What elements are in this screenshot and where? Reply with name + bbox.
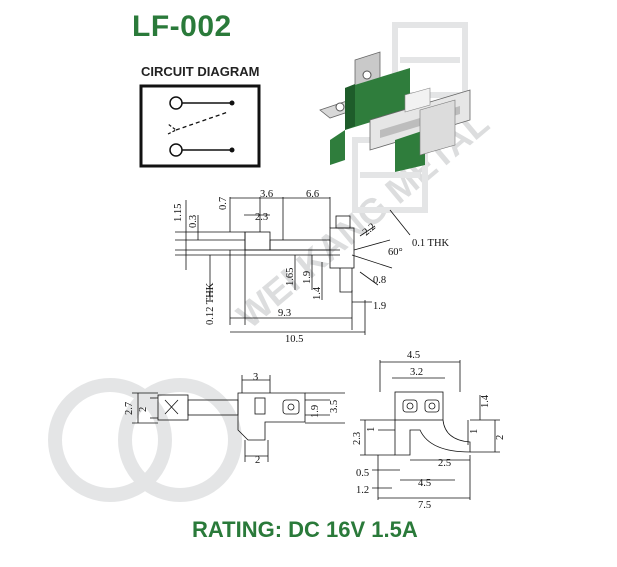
- side-view-drawing: [175, 197, 411, 335]
- dim-4-5-bottom: 4.5: [418, 478, 431, 489]
- dim-0-8: 0.8: [373, 275, 386, 286]
- side-view-dimensions: 3.6 6.6 0.7 2.3 1.15 0.3 2.2 60° 0.1 THK…: [173, 189, 450, 345]
- dim-3-5: 3.5: [329, 400, 340, 413]
- watermark-logo: [48, 378, 242, 502]
- dim-1-9-bottom: 1.9: [373, 301, 386, 312]
- circuit-diagram-label: CIRCUIT DIAGRAM: [141, 64, 260, 79]
- dim-3-2: 3.2: [410, 367, 423, 378]
- plan-view-drawing: [132, 375, 345, 462]
- dim-2-front: 2: [495, 435, 506, 440]
- dim-0-7: 0.7: [218, 197, 229, 210]
- watermark: WEI KANG METAL: [48, 22, 497, 502]
- dim-10-5: 10.5: [285, 334, 303, 345]
- dim-4-5-top: 4.5: [407, 350, 420, 361]
- front-view-drawing: [360, 360, 500, 500]
- dim-3: 3: [253, 372, 258, 383]
- dim-1-2: 1.2: [356, 485, 369, 496]
- dim-0-5: 0.5: [356, 468, 369, 479]
- dim-7-5: 7.5: [418, 500, 431, 511]
- dim-2-7: 2.7: [124, 402, 135, 415]
- dim-1-65: 1.65: [285, 268, 296, 286]
- dim-1-15: 1.15: [173, 204, 184, 222]
- dim-2-bottom: 2: [255, 455, 260, 466]
- dim-0-1-thk: 0.1 THK: [412, 238, 450, 249]
- dim-2-3: 2.3: [255, 212, 268, 223]
- dim-1-left: 1: [366, 427, 377, 432]
- dim-1-9: 1.9: [310, 405, 321, 418]
- dim-1-9-side: 1.9: [302, 271, 313, 284]
- dim-1-4: 1.4: [312, 286, 323, 300]
- dim-1-right: 1: [469, 429, 480, 434]
- dim-0-12-thk: 0.12 THK: [205, 282, 216, 325]
- dim-2-5: 2.5: [438, 458, 451, 469]
- dim-2-3-front: 2.3: [352, 432, 363, 445]
- dim-9-3: 9.3: [278, 308, 291, 319]
- dim-2-left: 2: [138, 407, 149, 412]
- dim-60-deg: 60°: [388, 247, 403, 258]
- circuit-diagram: [139, 84, 261, 168]
- dim-3-6: 3.6: [260, 189, 273, 200]
- rating-label: RATING: DC 16V 1.5A: [192, 517, 418, 542]
- product-3d-render: [319, 51, 471, 172]
- dim-0-3: 0.3: [188, 215, 199, 228]
- dim-6-6: 6.6: [306, 189, 319, 200]
- page-title: LF-002: [132, 10, 232, 43]
- dim-1-4-front: 1.4: [480, 394, 491, 408]
- plan-view-dimensions: 3 2.7 2 1.9 3.5 2: [124, 372, 340, 466]
- front-view-dimensions: 4.5 3.2 1.4 2.3 1 1 2 2.5 0.5 4.5 1.2 7.…: [352, 350, 506, 511]
